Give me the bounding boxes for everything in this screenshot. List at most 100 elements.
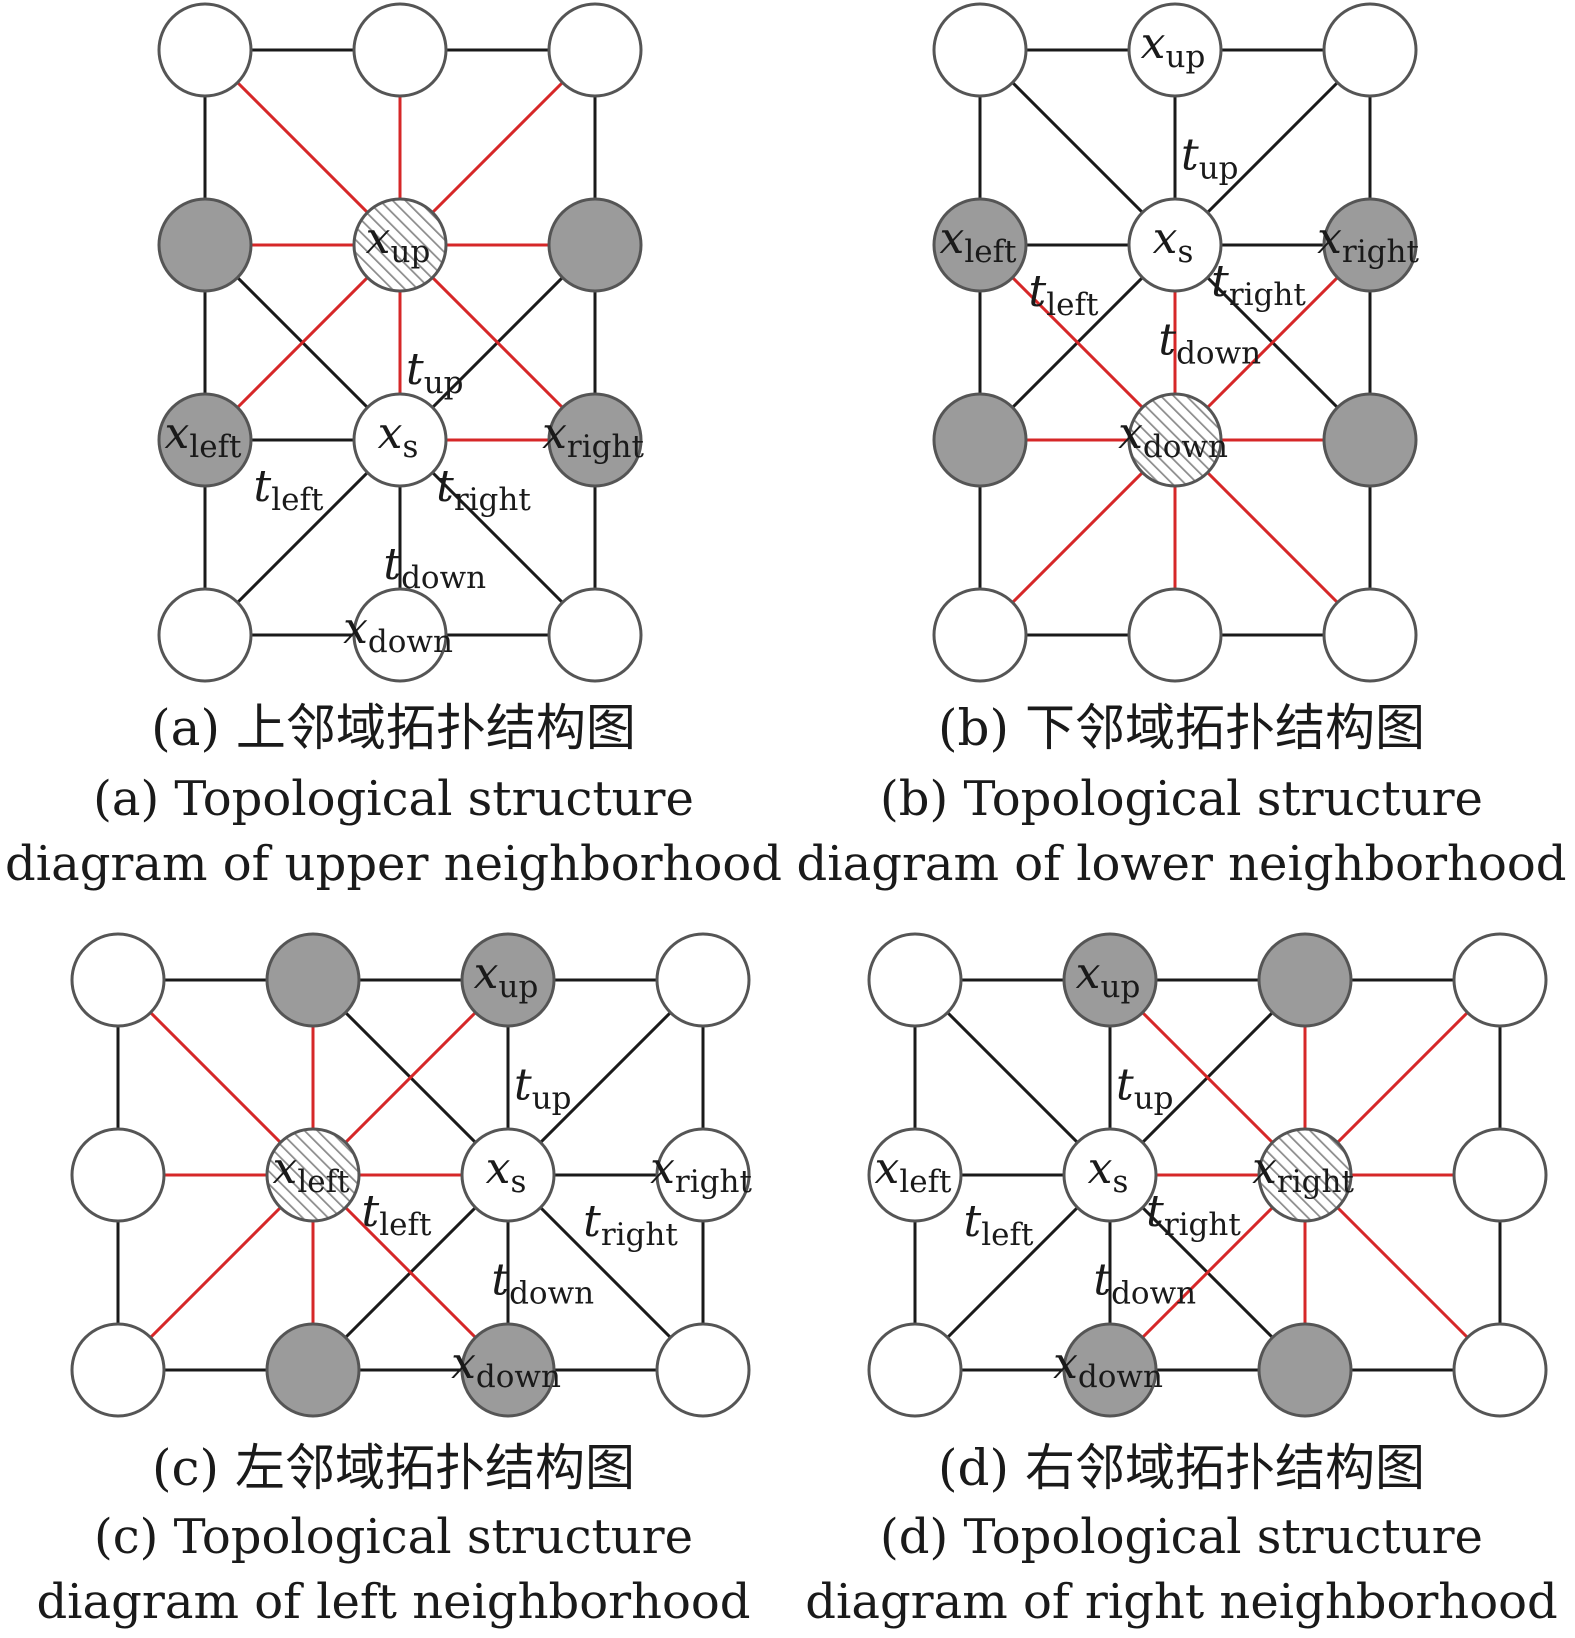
node-label-left-sub: left bbox=[297, 1164, 350, 1200]
node-label-left: xleft bbox=[874, 1143, 952, 1200]
edge-label-t-right: tright bbox=[583, 1196, 678, 1253]
node-label-right: xright bbox=[650, 1143, 752, 1200]
edge-label-t-up-sub: up bbox=[1199, 150, 1239, 186]
edge-label-t-down-sub: down bbox=[401, 560, 486, 596]
node-label-s-base: x bbox=[1088, 1143, 1113, 1194]
edges bbox=[913, 978, 1502, 1372]
node-label-down-base: x bbox=[451, 1338, 476, 1389]
edge-label-t-right-sub: right bbox=[1229, 277, 1307, 313]
node-white-r1c0 bbox=[70, 1127, 166, 1223]
node-label-right: xright bbox=[542, 408, 644, 465]
node-gray-r0c2 bbox=[460, 932, 556, 1028]
edge-label-t-down-base: t bbox=[1158, 315, 1176, 366]
node-label-left-base: x bbox=[272, 1143, 297, 1194]
edges bbox=[116, 978, 705, 1372]
node-label-up-sub: up bbox=[499, 969, 539, 1005]
edge-label-t-down: tdown bbox=[491, 1254, 594, 1311]
edge-label-t-right: tright bbox=[1146, 1186, 1241, 1243]
edge-label-t-left: tleft bbox=[254, 461, 324, 518]
node-label-up-base: x bbox=[366, 213, 391, 264]
node-gray-r2c2 bbox=[460, 1322, 556, 1418]
node-label-s-sub: s bbox=[402, 429, 418, 465]
node-label-s-sub: s bbox=[510, 1164, 526, 1200]
caption-d-zh: (d) 右邻域拓扑结构图 bbox=[938, 1439, 1425, 1497]
edge-label-t-up: tup bbox=[514, 1059, 572, 1116]
node-label-right-sub: right bbox=[1277, 1164, 1355, 1200]
edge-label-t-up-base: t bbox=[1181, 129, 1199, 180]
edge-label-t-left: tleft bbox=[964, 1196, 1034, 1253]
node-label-up-base: x bbox=[1141, 18, 1166, 69]
node-label-down-sub: down bbox=[1143, 429, 1228, 465]
node-gray-r2c1 bbox=[265, 1322, 361, 1418]
node-label-s-base: x bbox=[1153, 213, 1178, 264]
node-label-s-sub: s bbox=[1112, 1164, 1128, 1200]
node-gray-r2c0 bbox=[932, 392, 1028, 488]
node-white-r3c2 bbox=[547, 587, 643, 683]
caption-b-en-line1: (b) Topological structure bbox=[880, 771, 1483, 827]
caption-b-en-line2: diagram of lower neighborhood bbox=[796, 836, 1567, 892]
edge-label-t-left-sub: left bbox=[379, 1207, 432, 1243]
edge-label-t-down-base: t bbox=[491, 1254, 509, 1305]
edge-label-t-up: tup bbox=[406, 344, 464, 401]
node-label-left-sub: left bbox=[899, 1164, 952, 1200]
edge-label-t-right: tright bbox=[436, 461, 531, 518]
node-white-r0c0 bbox=[70, 932, 166, 1028]
node-label-left-base: x bbox=[164, 408, 189, 459]
edge-label-t-up-sub: up bbox=[1134, 1080, 1174, 1116]
edge-label-t-left-sub: left bbox=[1046, 287, 1099, 323]
node-hatch-r1c2 bbox=[1257, 1127, 1353, 1223]
edge-label-t-down-base: t bbox=[1093, 1254, 1111, 1305]
edge-label-t-left-base: t bbox=[1029, 266, 1047, 317]
node-label-s: xs bbox=[1088, 1143, 1129, 1200]
node-white-r1c1 bbox=[1062, 1127, 1158, 1223]
node-white-r0c1 bbox=[352, 2, 448, 98]
edge-label-t-right-base: t bbox=[583, 1196, 601, 1247]
node-label-right-sub: right bbox=[1342, 234, 1420, 270]
node-label-down: xdown bbox=[1118, 408, 1228, 465]
node-label-down: xdown bbox=[451, 1338, 561, 1395]
edge-label-t-down: tdown bbox=[383, 539, 486, 596]
node-white-r1c1 bbox=[1127, 197, 1223, 293]
node-label-up-base: x bbox=[474, 948, 499, 999]
node-white-r0c3 bbox=[655, 932, 751, 1028]
node-label-up: xup bbox=[474, 948, 539, 1005]
caption-c-en-line2: diagram of left neighborhood bbox=[36, 1574, 751, 1630]
node-label-up: xup bbox=[1076, 948, 1141, 1005]
node-white-r0c2 bbox=[547, 2, 643, 98]
node-gray-r0c2 bbox=[1257, 932, 1353, 1028]
node-label-down-base: x bbox=[1118, 408, 1143, 459]
edge-label-t-down-sub: down bbox=[1111, 1275, 1196, 1311]
edge-label-t-right-sub: right bbox=[1164, 1207, 1242, 1243]
node-label-right-sub: right bbox=[675, 1164, 753, 1200]
node-gray-r2c2 bbox=[547, 392, 643, 488]
node-label-left-base: x bbox=[874, 1143, 899, 1194]
caption-a-en-line1: (a) Topological structure bbox=[93, 771, 694, 827]
node-white-r2c0 bbox=[70, 1322, 166, 1418]
node-white-r0c0 bbox=[932, 2, 1028, 98]
node-white-r1c3 bbox=[655, 1127, 751, 1223]
node-gray-r1c0 bbox=[932, 197, 1028, 293]
node-white-r3c0 bbox=[157, 587, 253, 683]
node-white-r1c2 bbox=[460, 1127, 556, 1223]
node-label-right-base: x bbox=[542, 408, 567, 459]
node-label-down: xdown bbox=[1053, 1338, 1163, 1395]
edge-label-t-left-base: t bbox=[254, 461, 272, 512]
node-label-s-base: x bbox=[486, 1143, 511, 1194]
edge-label-t-down-sub: down bbox=[1176, 336, 1261, 372]
node-gray-r0c1 bbox=[265, 932, 361, 1028]
node-label-left: xleft bbox=[272, 1143, 350, 1200]
caption-c-en-line1: (c) Topological structure bbox=[93, 1509, 694, 1565]
caption-a-zh: (a) 上邻域拓扑结构图 bbox=[151, 699, 636, 757]
node-label-left: xleft bbox=[164, 408, 242, 465]
node-hatch-r1c1 bbox=[352, 197, 448, 293]
node-label-s: xs bbox=[1153, 213, 1194, 270]
